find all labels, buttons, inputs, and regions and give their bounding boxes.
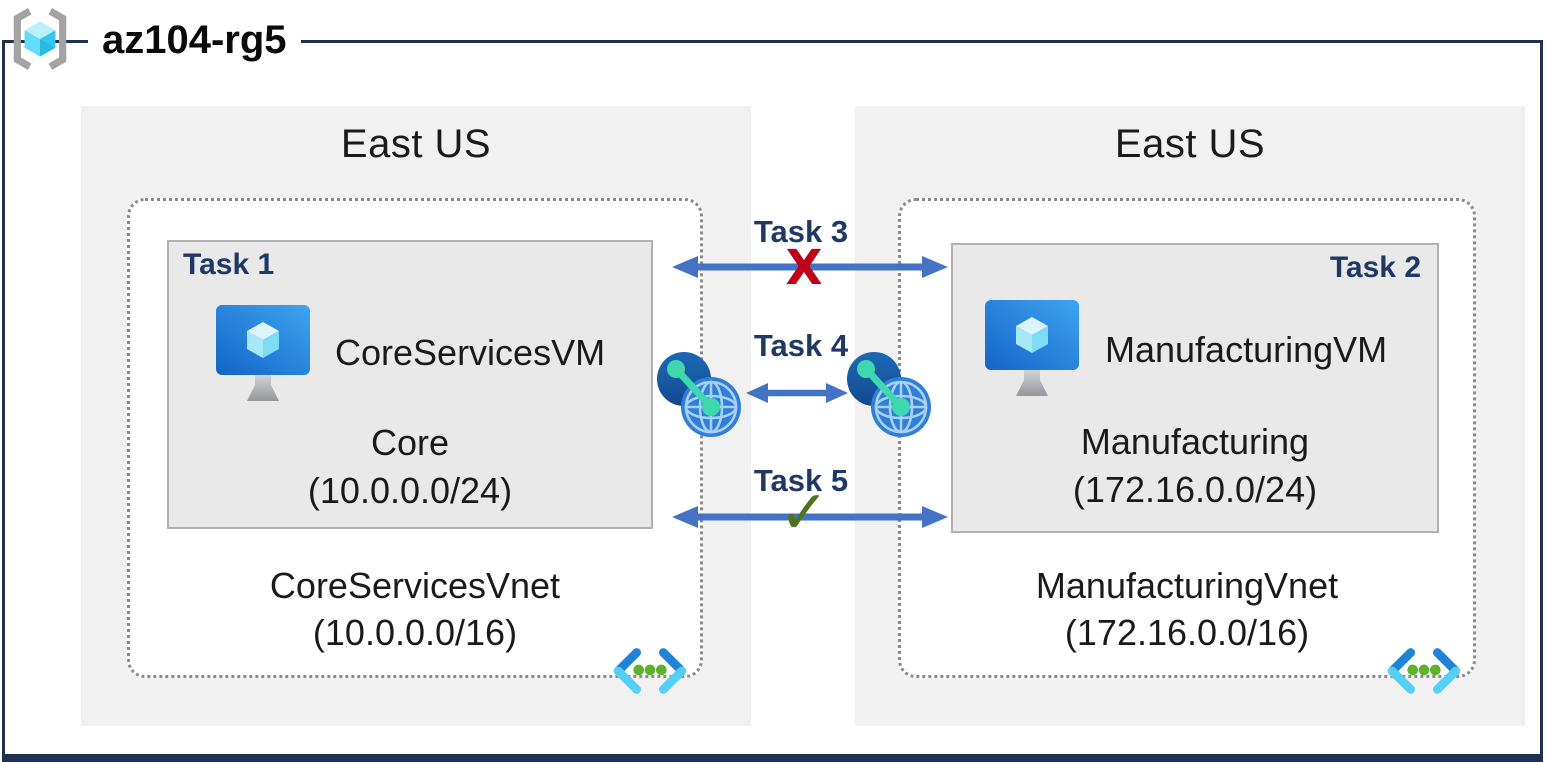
connection-label-task3: Task 3 [753,214,849,249]
vnet-peering-icon [846,350,934,440]
vm-name: ManufacturingVM [1105,329,1388,370]
virtual-machine-icon [982,297,1082,405]
vnet-name: CoreServicesVnet [269,565,561,606]
region-title: East US [1114,122,1266,166]
task-box-2: Task 2 ManufacturingVM Manufacturing (17… [951,243,1439,533]
subnet-name: Core [370,422,450,463]
task-label: Task 1 [183,248,275,281]
resource-group-icon [6,6,74,74]
vnet-label: ManufacturingVnet (172.16.0.0/16) [901,563,1473,657]
subnet-cidr: (10.0.0.0/24) [307,470,513,511]
task-label: Task 2 [1329,251,1421,284]
resource-group-name: az104-rg5 [88,9,301,71]
virtual-network-icon [1385,646,1463,696]
task-box-1: Task 1 CoreServicesVM Core (10.0.0.0/24) [167,240,653,529]
resource-group-header: az104-rg5 [6,6,301,74]
subnet-name: Manufacturing [1080,421,1310,462]
subnet-cidr: (172.16.0.0/24) [1072,469,1318,510]
vnet-cidr: (172.16.0.0/16) [1064,611,1310,653]
connection-label-task5: Task 5 [753,463,849,498]
allowed-check-icon: ✓ [778,478,830,548]
vnet-cidr: (10.0.0.0/16) [312,611,518,653]
blocked-x-icon: X [785,240,823,296]
connection-label-task4: Task 4 [753,328,849,363]
vm-name: CoreServicesVM [335,332,606,373]
virtual-machine-icon [213,302,313,410]
vnet-peering-icon [656,350,744,440]
resource-group-frame [2,40,1543,762]
vnet-label: CoreServicesVnet (10.0.0.0/16) [130,563,700,657]
vnet-name: ManufacturingVnet [1035,565,1339,606]
region-title: East US [340,122,492,166]
virtual-network-icon [611,646,689,696]
